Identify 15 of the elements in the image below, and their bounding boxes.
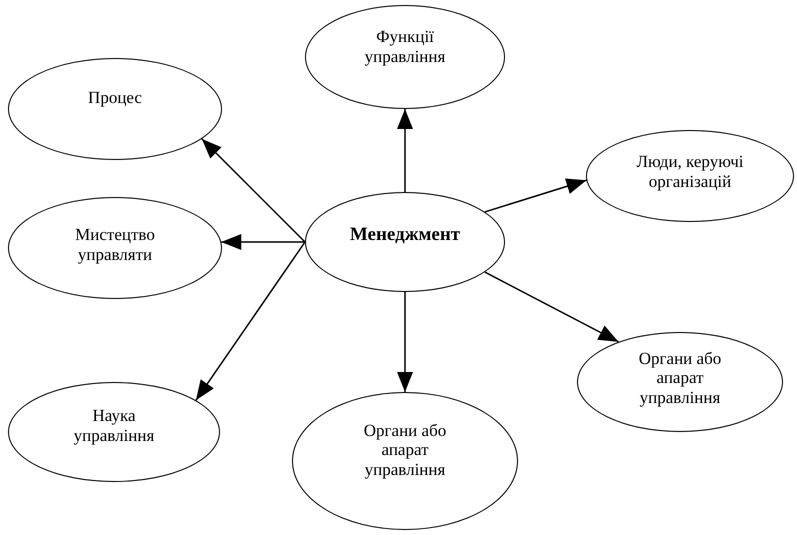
arrow [221, 234, 305, 250]
arrow [201, 138, 306, 243]
node-label: Органи або апарат управління [362, 420, 448, 480]
node-label: Люди, керуючі організацій [635, 152, 745, 192]
node-label: Мистецтво управляти [74, 225, 156, 265]
arrow [195, 242, 306, 401]
node-label: Процес [88, 88, 142, 108]
node-label: Органи або апарат управління [638, 348, 722, 408]
arrow [484, 271, 619, 343]
arrow [397, 292, 413, 392]
arrow [484, 178, 587, 213]
node-label: Наука управління [72, 406, 156, 446]
node-label: Функції управління [364, 27, 446, 67]
node-label: Менеджмент [350, 223, 460, 247]
arrow [397, 109, 413, 192]
